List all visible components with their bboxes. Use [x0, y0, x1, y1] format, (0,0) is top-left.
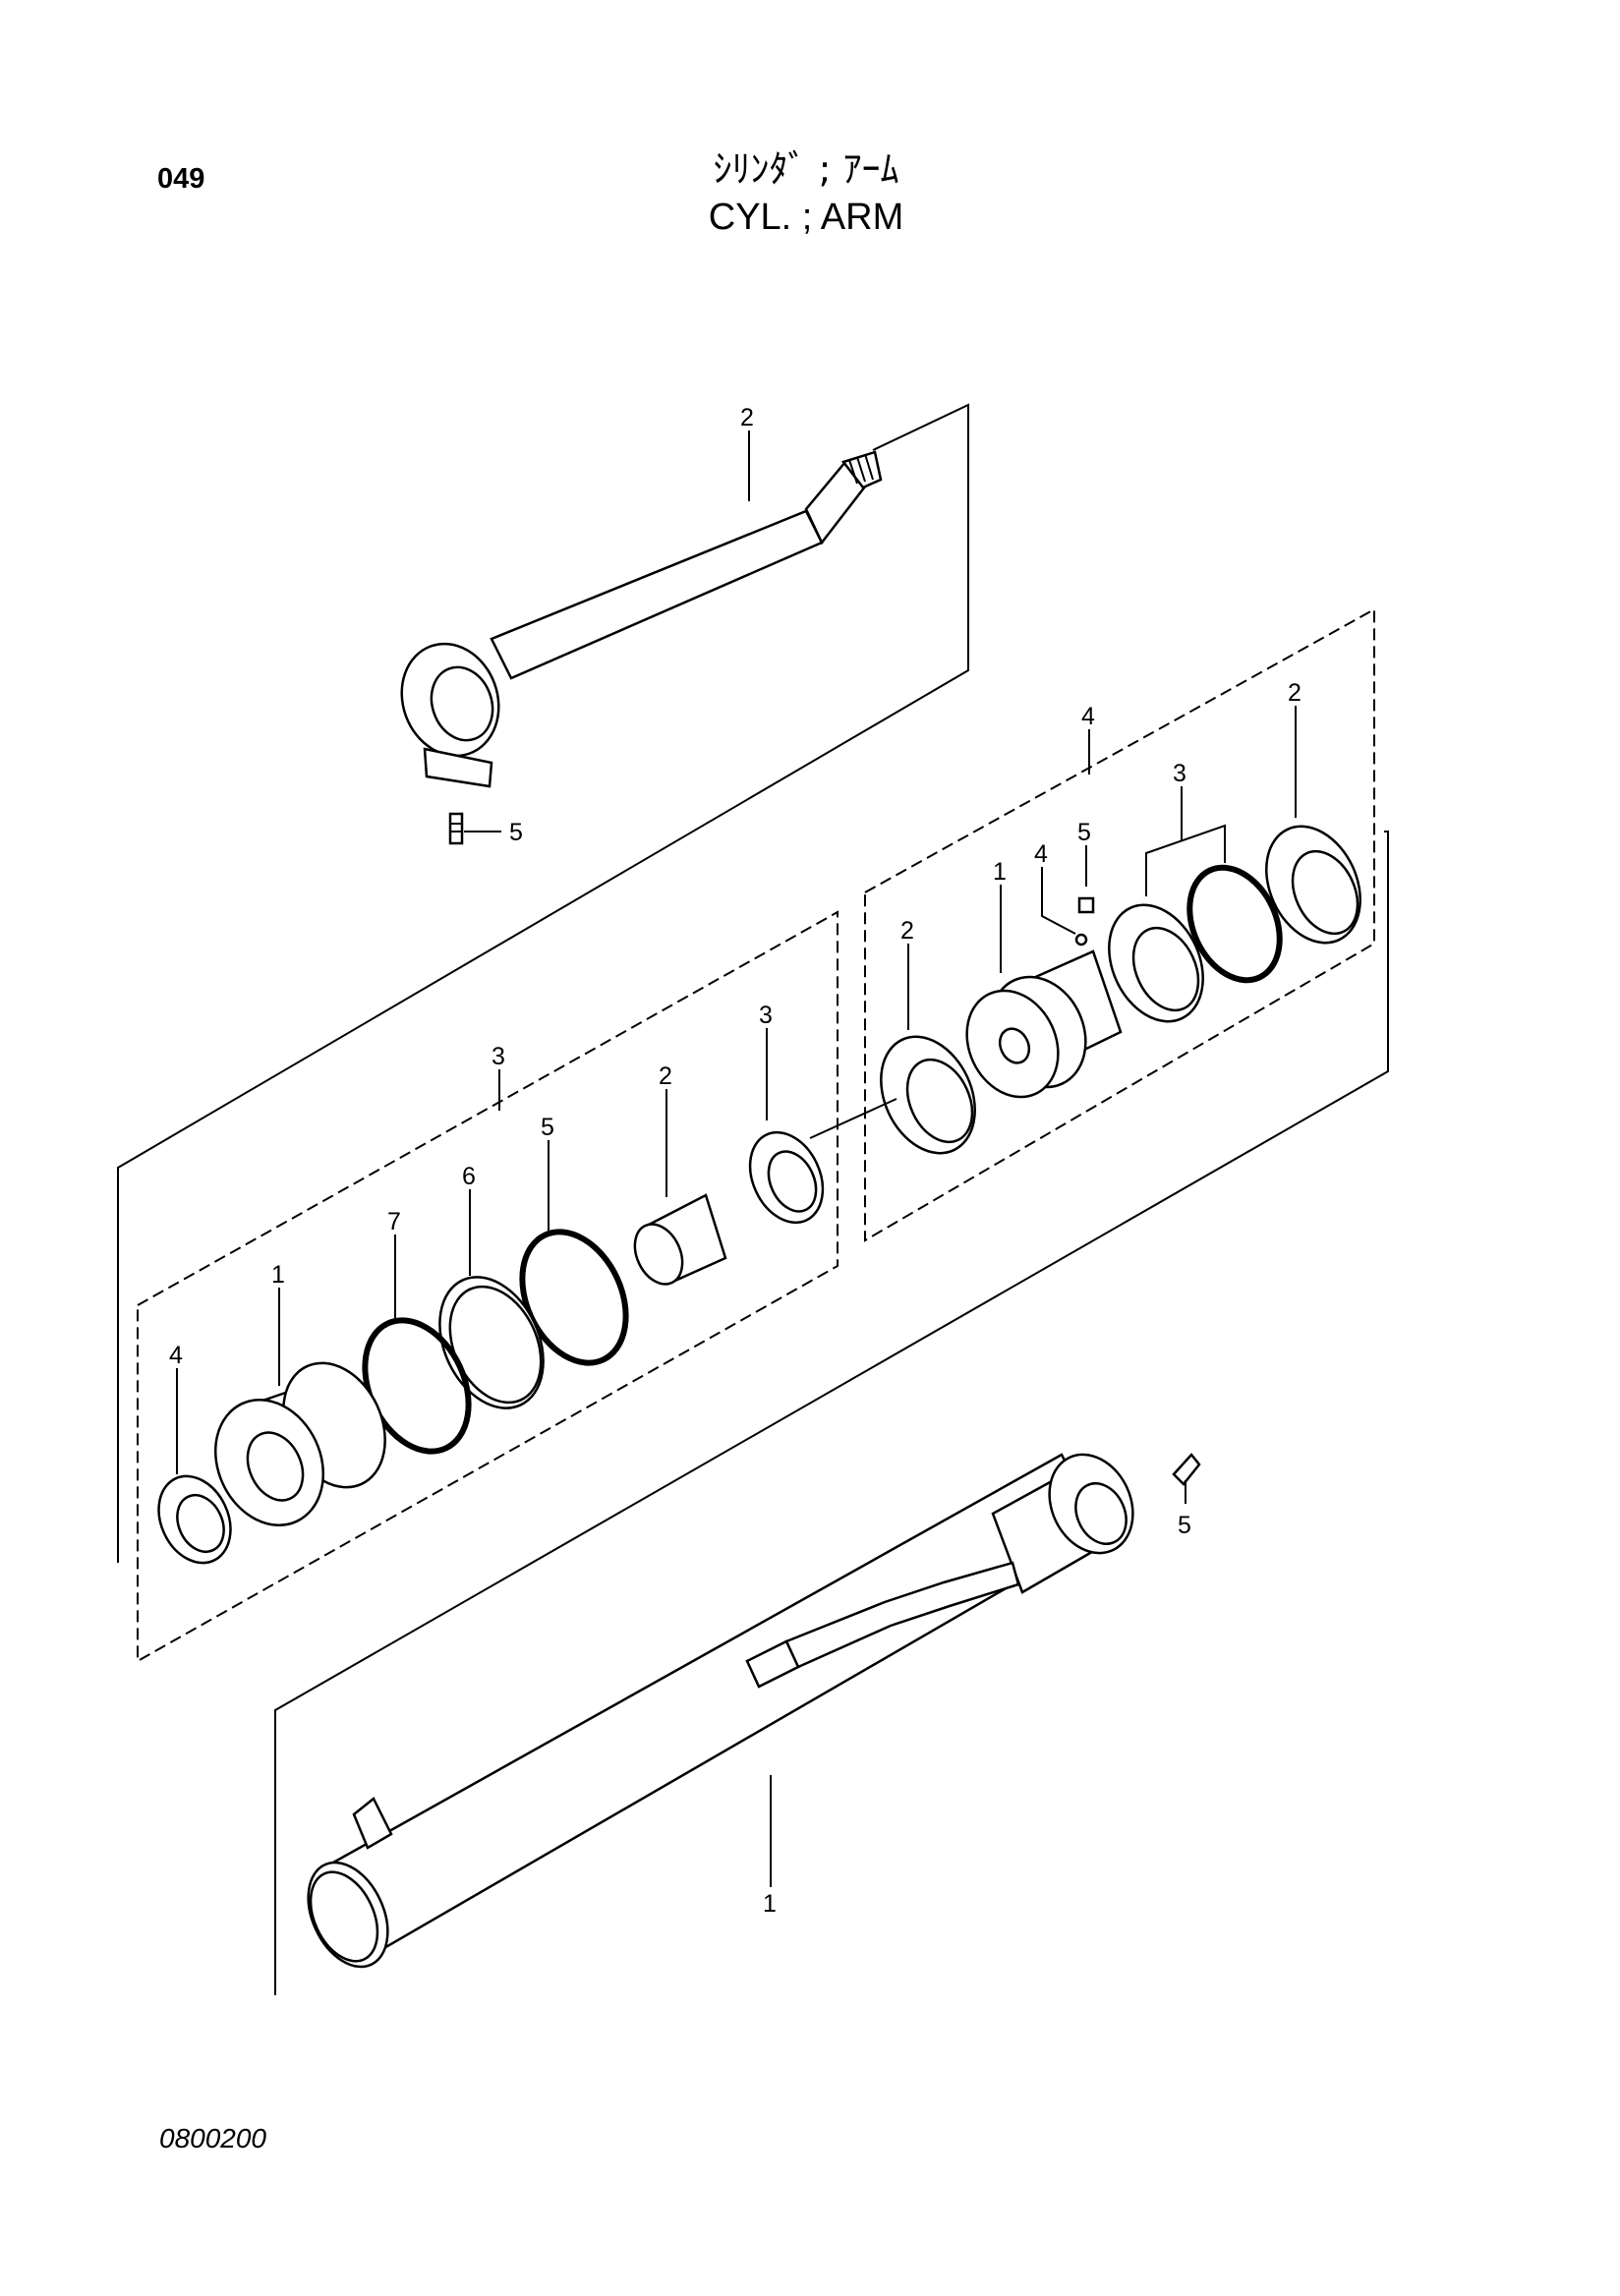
callout-piston-group: 4: [1081, 703, 1095, 730]
callout-cylinder-head: 1: [271, 1261, 285, 1289]
callout-head-wiper: 4: [169, 1342, 183, 1369]
callout-head-oring: 5: [541, 1114, 554, 1141]
piston-rod: [400, 450, 883, 788]
callout-head-backup-ring: 6: [462, 1163, 476, 1190]
rod-leader-frame: [117, 403, 969, 1563]
callout-head-oring-outer: 7: [387, 1208, 401, 1235]
piston-slide-ring-top: [1265, 825, 1361, 945]
head-bushing: [633, 1193, 727, 1286]
callout-head-bushing: 2: [659, 1062, 672, 1090]
piston: [965, 949, 1123, 1099]
callout-head-group: 3: [492, 1043, 505, 1070]
callout-piston-set-screw: 5: [1077, 819, 1091, 846]
callout-piston: 1: [993, 858, 1007, 886]
page-number: 049: [157, 163, 205, 195]
cylinder-head: [213, 1361, 386, 1526]
callout-piston-slide-ring: 2: [900, 917, 914, 945]
callout-piston-seal-set: 3: [1173, 760, 1186, 787]
title-english: CYL. ; ARM: [708, 197, 904, 238]
title-block: ｼﾘﾝﾀﾞ ; ｱｰﾑ CYL. ; ARM: [550, 145, 1062, 242]
head-wiper: [157, 1474, 232, 1565]
callout-cylinder-tube: 1: [763, 1890, 777, 1918]
piston-ball: [1074, 933, 1088, 947]
callout-head-seal: 3: [759, 1002, 773, 1029]
figure-code: 0800200: [159, 2123, 267, 2153]
callout-piston-slide-ring-top: 2: [1288, 679, 1302, 707]
head-seal: [748, 1130, 825, 1225]
callout-tube-grease-nipple: 5: [1178, 1512, 1191, 1539]
piston-seal-set: [1108, 864, 1283, 1023]
head-group-frame: [137, 910, 839, 1663]
title-japanese: ｼﾘﾝﾀﾞ ; ｱｰﾑ: [713, 147, 899, 191]
callout-rod: 2: [740, 404, 754, 431]
tube-grease-nipple: [1172, 1453, 1201, 1486]
piston-slide-ring: [880, 1035, 976, 1155]
callout-piston-ball: 4: [1034, 840, 1048, 868]
callout-rod-grease-nipple: 5: [509, 819, 523, 846]
piston-set-screw: [1077, 896, 1095, 914]
cylinder-tube: [307, 1453, 1134, 1969]
rod-grease-nipple: [448, 812, 464, 845]
